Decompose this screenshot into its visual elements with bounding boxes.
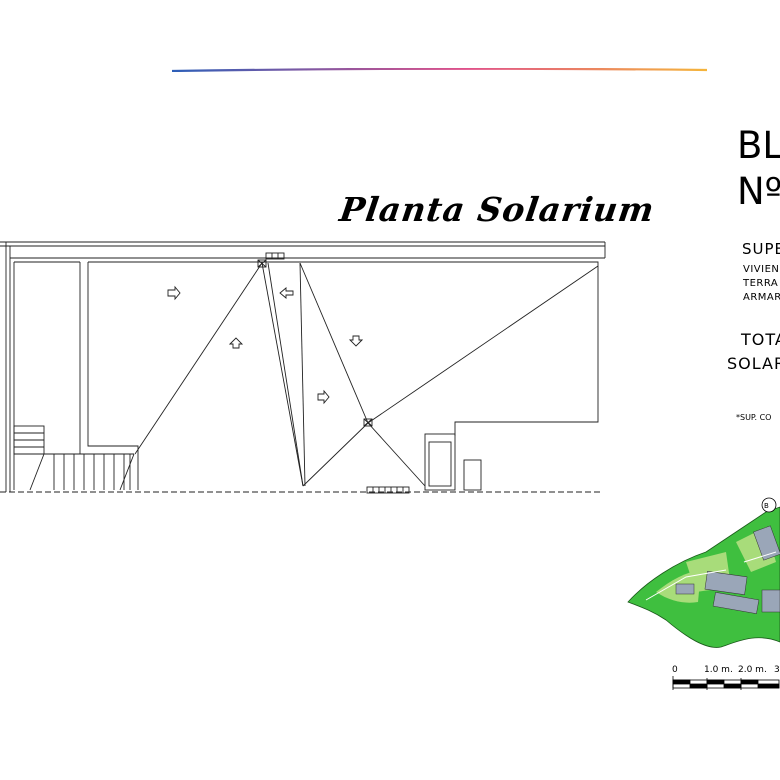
scale-tick-2: 2.0 m.: [738, 665, 767, 675]
header-gradient-line: [172, 68, 707, 72]
block-number: Nº: [737, 170, 780, 213]
scale-tick-1: 1.0 m.: [704, 665, 733, 675]
solarium-label: SOLAR: [727, 354, 780, 373]
scale-tick-3: 3: [774, 665, 780, 675]
plan-title: Planta Solarium: [337, 190, 658, 229]
scale-bar: [672, 676, 780, 690]
surface-row-armario: ARMAR: [743, 292, 780, 303]
surfaces-title: SUPE: [742, 240, 780, 258]
surface-row-vivienda: VIVIEN: [743, 264, 780, 275]
footer-line: [0, 700, 172, 704]
solarium-floor-plan: [0, 241, 606, 494]
surface-row-terraza: TERRA: [743, 278, 779, 289]
block-label: BL: [737, 124, 780, 167]
site-location-map: B: [627, 497, 780, 648]
total-label: TOTA: [741, 330, 780, 349]
site-map-badge: B: [764, 502, 769, 510]
surface-footnote: *SUP. CO: [736, 413, 772, 422]
scale-tick-0: 0: [672, 665, 678, 675]
